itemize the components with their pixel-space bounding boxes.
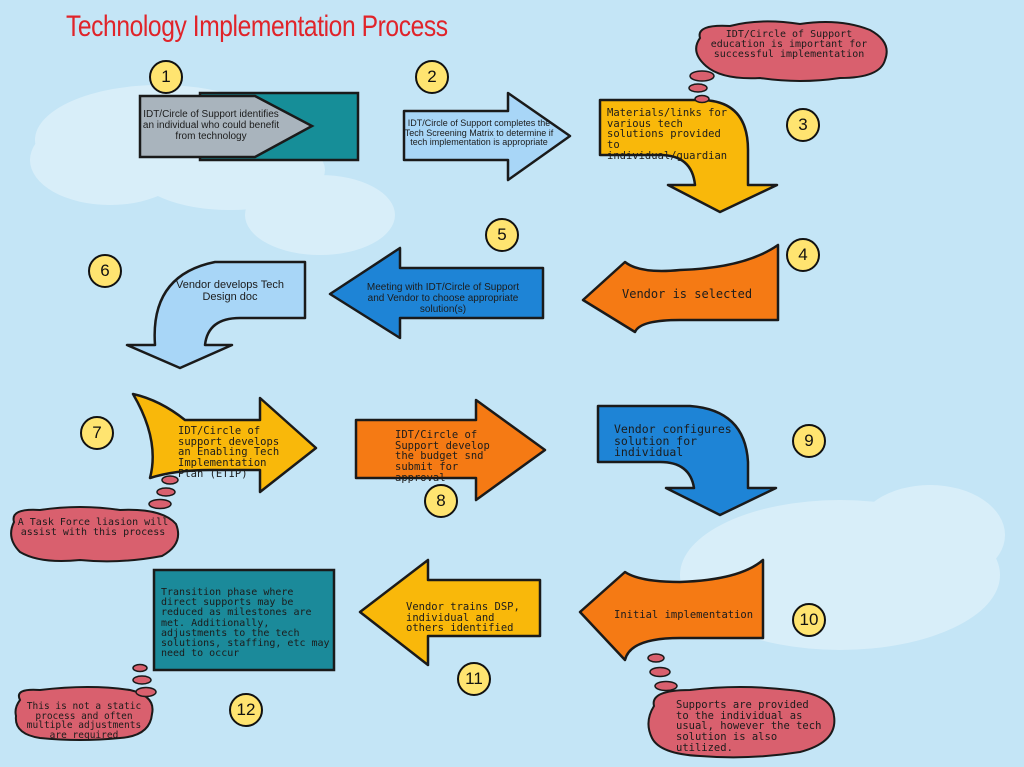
step-6-arrow xyxy=(125,260,307,370)
step-9-text: Vendor configures solution for individua… xyxy=(614,422,732,460)
step-1-text: IDT/Circle of Support identifies an indi… xyxy=(142,109,280,142)
note-cloud-4 xyxy=(647,653,836,759)
step-9-arrow xyxy=(596,404,778,517)
note-3-text: This is not a static process and often m… xyxy=(26,701,142,742)
page-title: Technology Implementation Process xyxy=(66,10,448,43)
note-1-text: IDT/Circle of Support education is impor… xyxy=(710,29,868,61)
step-7-arrow xyxy=(131,392,318,494)
step-2-text: IDT/Circle of Support completes the Tech… xyxy=(404,118,554,148)
step-1-shape xyxy=(138,91,360,162)
step-3-badge: 3 xyxy=(786,108,820,142)
step-2-badge: 2 xyxy=(415,60,449,94)
step-7-text: IDT/Circle of support develops an Enabli… xyxy=(178,425,280,480)
step-11-text: Vendor trains DSP, individual and others… xyxy=(406,601,520,635)
step-5-badge: 5 xyxy=(485,218,519,252)
step-10-badge: 10 xyxy=(792,603,826,637)
note-cloud-1 xyxy=(688,20,888,104)
step-3-text: Materials/links for various tech solutio… xyxy=(607,107,728,162)
note-cloud-2 xyxy=(10,475,180,563)
step-4-text: Vendor is selected xyxy=(622,287,753,301)
step-10-text: Initial implementation xyxy=(614,609,754,621)
step-6-badge: 6 xyxy=(88,254,122,288)
step-11-arrow xyxy=(358,558,542,667)
step-4-arrow xyxy=(581,243,780,334)
step-11-badge: 11 xyxy=(457,662,491,696)
step-8-text: IDT/Circle of Support develop the budget… xyxy=(395,429,490,484)
step-9-badge: 9 xyxy=(792,424,826,458)
note-cloud-3 xyxy=(14,663,157,741)
step-7-badge: 7 xyxy=(80,416,114,450)
step-12-box xyxy=(152,568,336,672)
step-5-arrow xyxy=(328,246,545,340)
note-4-text: Supports are provided to the individual … xyxy=(676,699,822,754)
note-2-text: A Task Force liasion will assist with th… xyxy=(17,517,169,539)
step-2-arrow xyxy=(402,91,572,182)
step-4-badge: 4 xyxy=(786,238,820,272)
step-8-badge: 8 xyxy=(424,484,458,518)
step-5-text: Meeting with IDT/Circle of Support and V… xyxy=(366,282,520,315)
step-10-arrow xyxy=(578,558,765,662)
step-6-text: Vendor develops Tech Design doc xyxy=(175,279,285,303)
step-12-text: Transition phase where direct supports m… xyxy=(161,587,330,660)
step-1-badge: 1 xyxy=(149,60,183,94)
step-3-arrow xyxy=(598,98,779,214)
step-12-badge: 12 xyxy=(229,693,263,727)
step-8-arrow xyxy=(354,398,547,502)
